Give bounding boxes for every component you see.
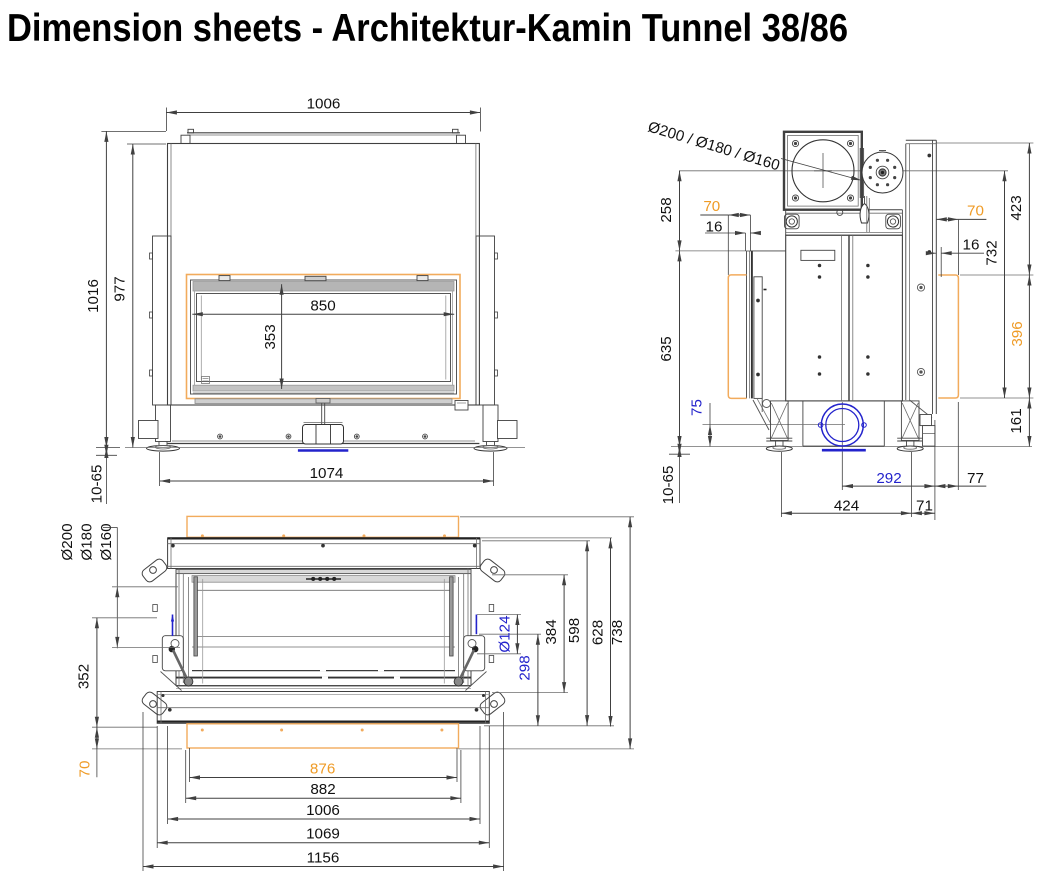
svg-text:1006: 1006 <box>306 802 340 819</box>
svg-text:353: 353 <box>262 324 279 349</box>
svg-text:635: 635 <box>658 336 675 361</box>
svg-text:298: 298 <box>517 655 534 680</box>
svg-text:384: 384 <box>543 619 560 644</box>
svg-text:16: 16 <box>963 237 980 254</box>
svg-text:1016: 1016 <box>85 279 102 313</box>
svg-text:16: 16 <box>706 219 723 236</box>
svg-text:732: 732 <box>983 240 1000 265</box>
svg-text:Ø124: Ø124 <box>496 615 513 652</box>
svg-text:882: 882 <box>310 781 335 798</box>
svg-text:10-65: 10-65 <box>660 466 677 505</box>
svg-text:10-65: 10-65 <box>89 465 106 504</box>
svg-text:71: 71 <box>916 498 933 515</box>
svg-text:598: 598 <box>566 618 583 643</box>
svg-text:Dimension sheets - Architektur: Dimension sheets - Architektur-Kamin Tun… <box>7 7 848 50</box>
svg-text:850: 850 <box>310 298 335 315</box>
svg-text:75: 75 <box>688 399 705 416</box>
svg-text:70: 70 <box>967 203 984 220</box>
svg-text:70: 70 <box>77 761 94 778</box>
svg-text:352: 352 <box>76 664 93 689</box>
svg-text:423: 423 <box>1008 195 1025 220</box>
svg-text:1156: 1156 <box>307 849 340 866</box>
svg-text:977: 977 <box>112 276 129 301</box>
svg-text:738: 738 <box>609 620 626 645</box>
svg-text:292: 292 <box>876 470 901 487</box>
svg-text:628: 628 <box>589 620 606 645</box>
svg-text:70: 70 <box>703 198 720 215</box>
svg-text:258: 258 <box>658 197 675 222</box>
svg-text:1069: 1069 <box>306 826 340 843</box>
svg-text:876: 876 <box>310 761 335 778</box>
svg-text:424: 424 <box>834 498 859 515</box>
svg-text:396: 396 <box>1009 321 1026 346</box>
svg-text:77: 77 <box>967 470 984 487</box>
svg-text:Ø180: Ø180 <box>79 523 96 560</box>
svg-text:1006: 1006 <box>307 96 341 113</box>
svg-text:1074: 1074 <box>310 465 344 482</box>
svg-text:161: 161 <box>1008 408 1025 433</box>
svg-text:Ø160: Ø160 <box>98 523 115 560</box>
svg-text:Ø200: Ø200 <box>59 523 76 560</box>
